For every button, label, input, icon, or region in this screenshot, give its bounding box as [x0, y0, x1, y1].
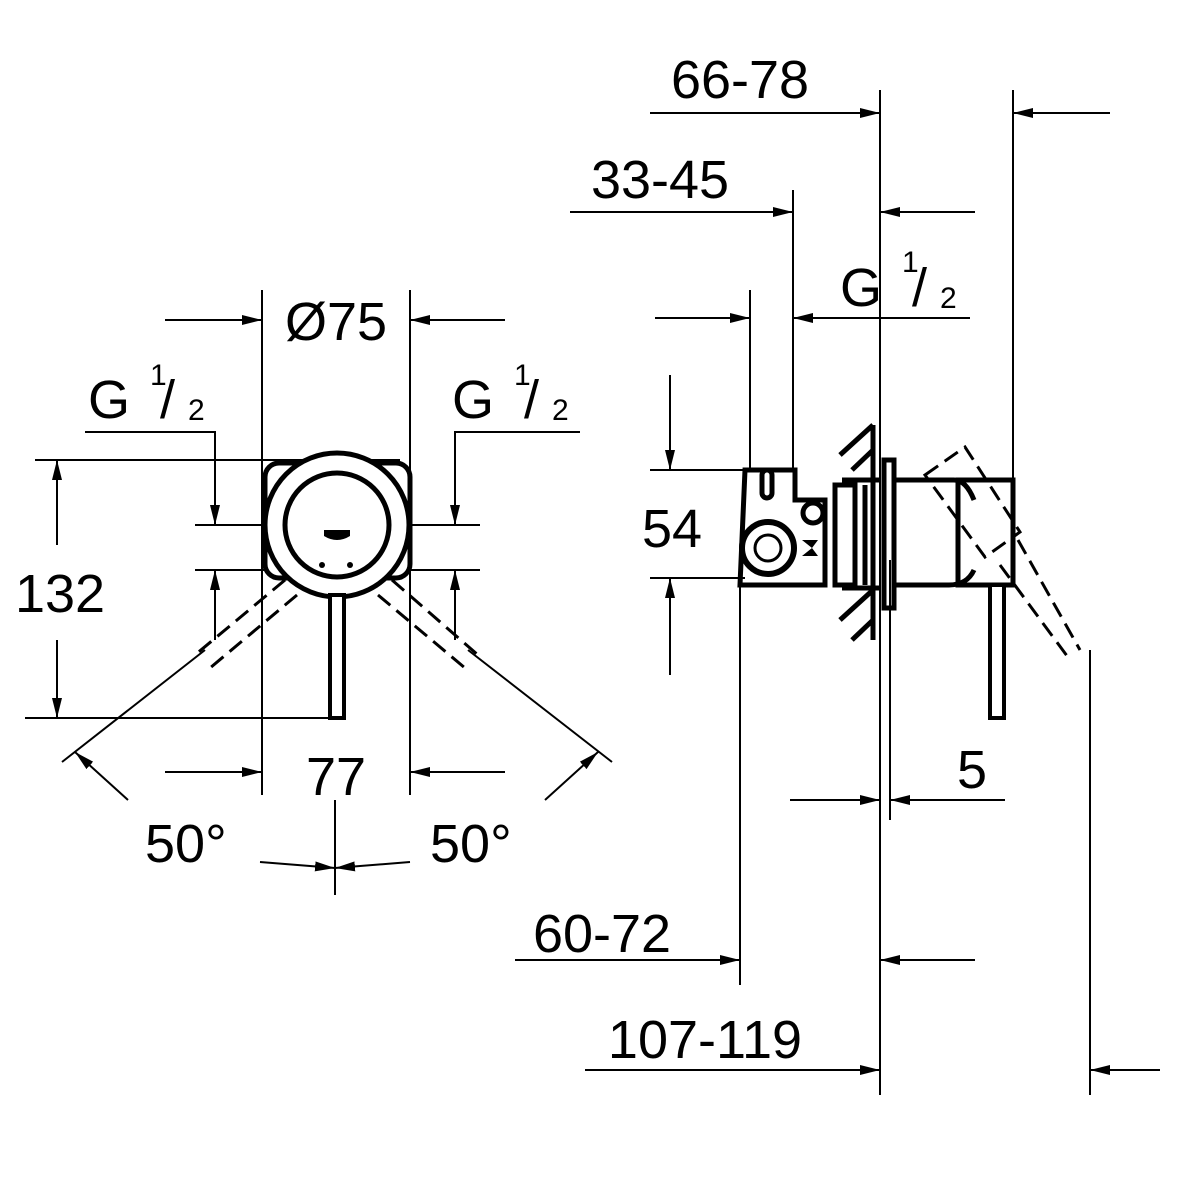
front-view: Ø75 G 1 / 2 G 1 / 2 132 [15, 290, 613, 895]
dim-arrow [334, 861, 411, 872]
fraction-slash: / [160, 370, 175, 430]
mixer-front [262, 450, 413, 720]
mixer-side [737, 423, 1082, 720]
depth-body-label: 33-45 [591, 150, 729, 210]
thread-right-den: 2 [552, 394, 569, 427]
diameter-label: Ø75 [285, 292, 387, 352]
thread-right-num: 1 [514, 359, 531, 392]
install-depth-label: 60-72 [533, 904, 671, 964]
side-view: 66-78 33-45 G 1 / 2 54 [515, 50, 1160, 1095]
leader-line [85, 431, 220, 525]
thread-left-den: 2 [188, 394, 205, 427]
thread-g: G [840, 258, 882, 318]
leader-line [450, 431, 580, 525]
angle-arrow [74, 751, 129, 801]
lever [988, 583, 1006, 720]
thread-left-num: 1 [150, 359, 167, 392]
thread-right-g: G [452, 370, 494, 430]
offset-label: 54 [642, 499, 702, 559]
lever [328, 593, 346, 720]
height-label: 132 [15, 564, 105, 624]
dim-arrow [259, 861, 336, 872]
thread-den: 2 [940, 282, 957, 315]
plate-thickness-label: 5 [957, 740, 987, 800]
angle-arrow [544, 751, 599, 801]
angle-right-label: 50° [430, 814, 512, 874]
depth-total-label: 66-78 [671, 50, 809, 110]
angle-left-label: 50° [145, 814, 227, 874]
fraction-slash: / [524, 370, 539, 430]
thread-left-g: G [88, 370, 130, 430]
thread-num: 1 [902, 246, 919, 279]
width-label: 77 [306, 747, 366, 807]
overall-depth-label: 107-119 [608, 1010, 802, 1070]
fraction-slash: / [912, 258, 927, 318]
